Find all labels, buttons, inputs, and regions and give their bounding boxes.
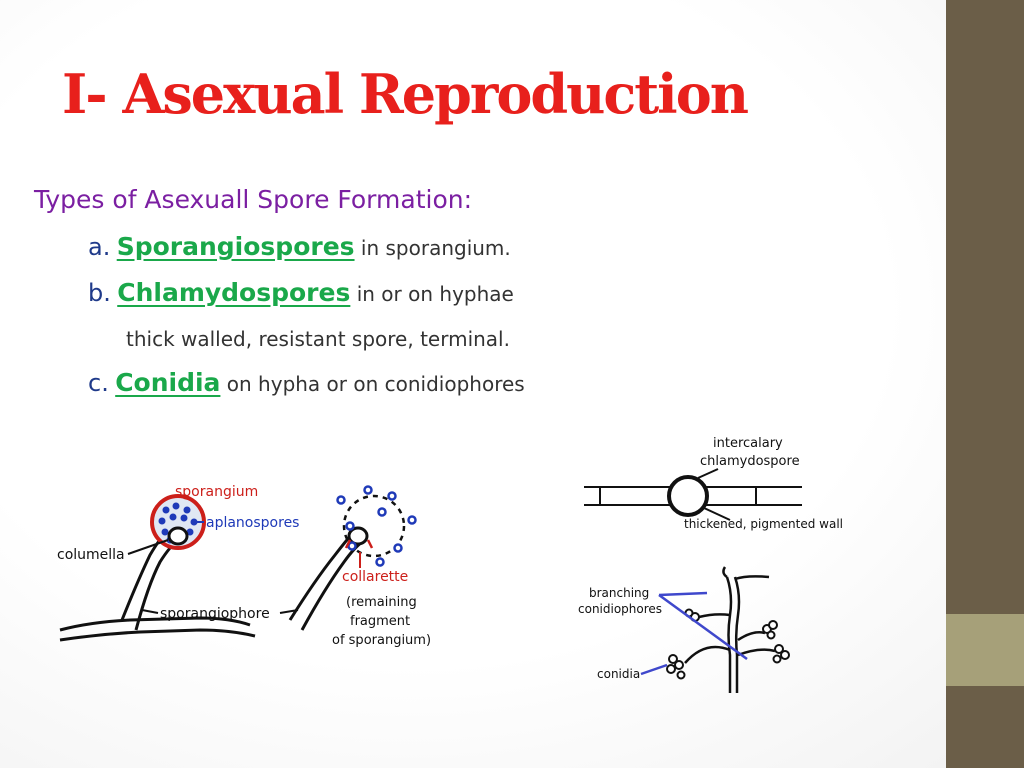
- list-item-sporangiospores: a. Sporangiospores in sporangium.: [88, 232, 511, 261]
- slide-sidebar-accent: [946, 614, 1024, 686]
- label-remaining-3: of sporangium): [332, 633, 431, 648]
- item-letter: a.: [88, 233, 111, 261]
- slide-subtitle: Types of Asexuall Spore Formation:: [34, 185, 473, 214]
- item-description: in sporangium.: [360, 236, 511, 260]
- item-letter: b.: [88, 279, 111, 307]
- label-conidia: conidia: [597, 667, 640, 681]
- term-conidia: Conidia: [115, 368, 221, 397]
- label-branching: branching: [589, 586, 649, 600]
- label-collarette: collarette: [342, 569, 408, 585]
- list-item-chlamydospores: b. Chlamydospores in or on hyphae: [88, 278, 514, 307]
- sporangium-diagram: sporangium aplanospores columella sporan…: [57, 484, 431, 648]
- slide-title: I- Asexual Reproduction: [62, 62, 749, 126]
- conidia-diagram: branching conidiophores conidia: [578, 566, 790, 693]
- label-remaining-2: fragment: [350, 614, 410, 629]
- label-chlamydospore: chlamydospore: [700, 454, 800, 469]
- term-sporangiospores: Sporangiospores: [116, 232, 355, 261]
- label-sporangiophore-1: sporangiophore: [160, 606, 270, 622]
- item-description: on hypha or on conidiophores: [226, 372, 525, 396]
- label-conidiophores: conidiophores: [578, 602, 662, 616]
- list-item-conidia: c. Conidia on hypha or on conidiophores: [88, 368, 525, 397]
- term-chlamydospores: Chlamydospores: [117, 278, 351, 307]
- label-sporangium: sporangium: [175, 484, 258, 500]
- label-remaining-1: (remaining: [346, 595, 417, 610]
- item-letter: c.: [88, 369, 109, 397]
- label-intercalary: intercalary: [713, 436, 783, 451]
- label-thickened-wall: thickened, pigmented wall: [684, 517, 843, 531]
- label-columella: columella: [57, 547, 125, 563]
- chlamydospore-note: thick walled, resistant spore, terminal.: [126, 327, 510, 351]
- item-description: in or on hyphae: [356, 282, 514, 306]
- label-aplanospores: aplanospores: [206, 515, 299, 531]
- chlamydospore-diagram: intercalary chlamydospore thickened, pig…: [584, 436, 843, 531]
